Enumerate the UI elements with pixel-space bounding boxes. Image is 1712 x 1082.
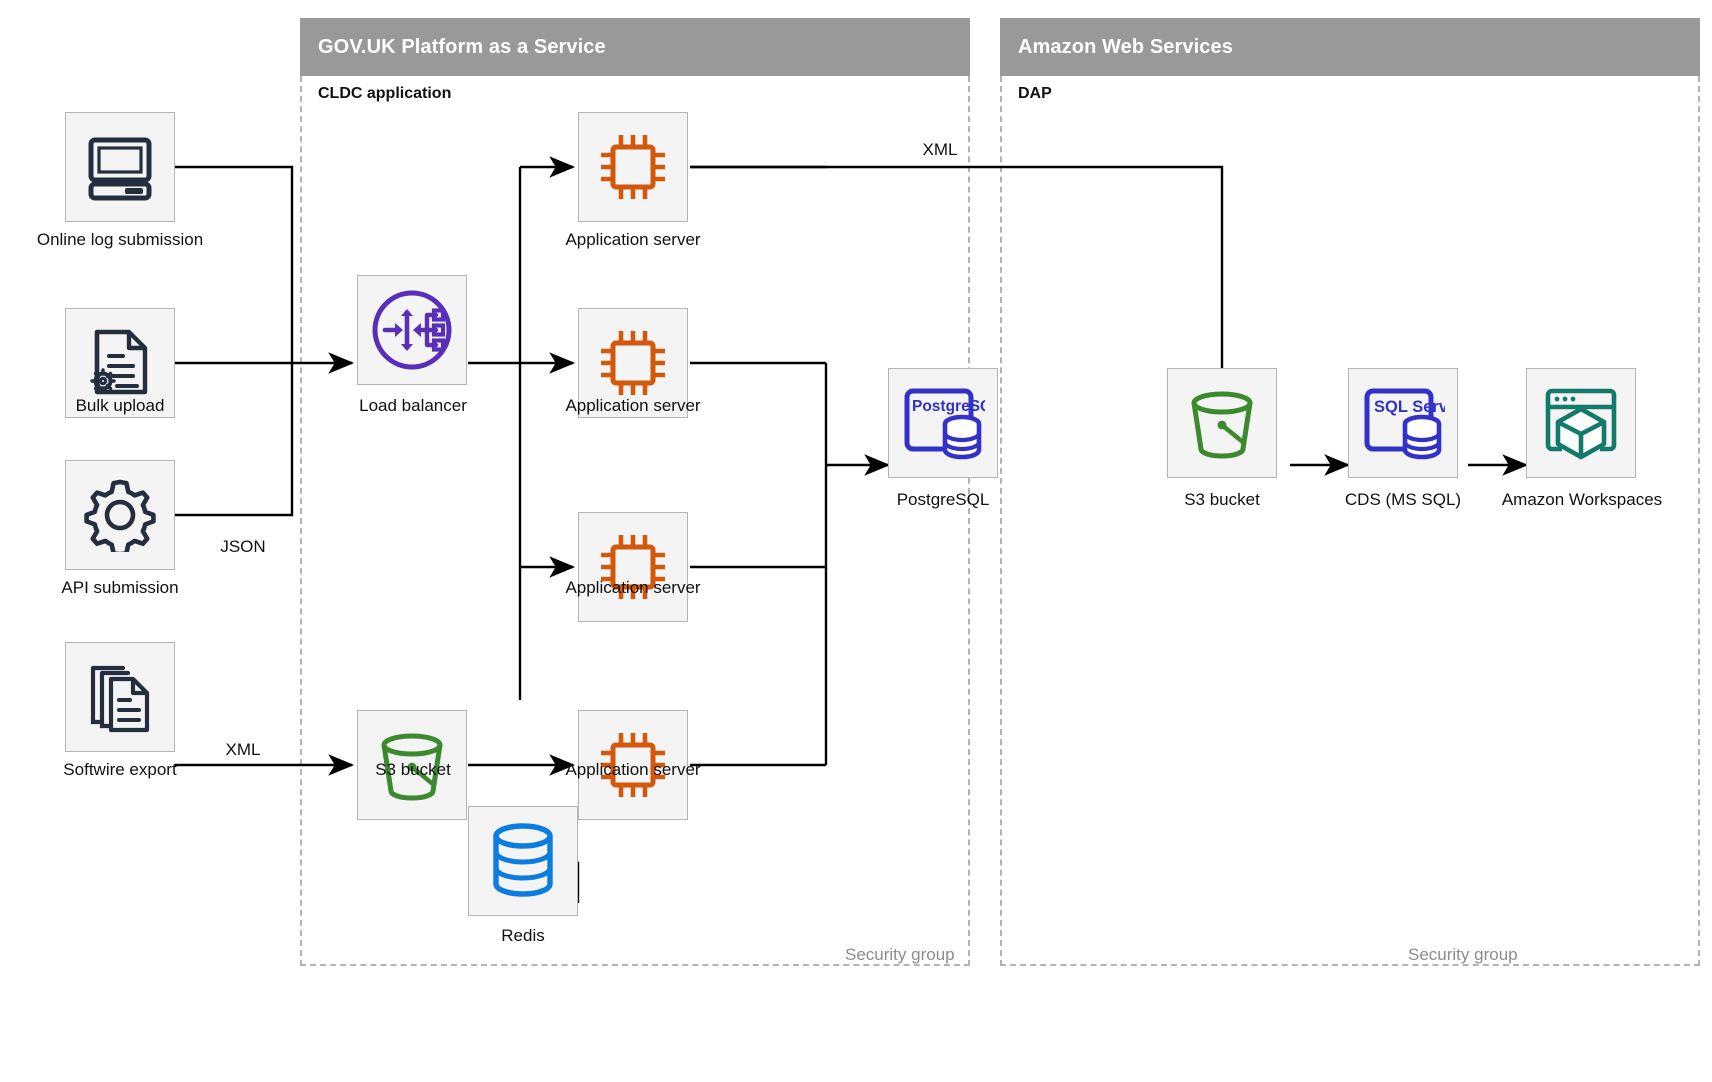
- group-body-aws: [1000, 76, 1700, 966]
- edge-label-xml-export: XML: [918, 140, 962, 160]
- node-softwire-export[interactable]: [65, 642, 175, 752]
- postgresql-database-icon: PostgreSQL: [904, 388, 985, 460]
- group-title-paas: GOV.UK Platform as a Service: [318, 35, 606, 58]
- node-label-load-balancer: Load balancer: [359, 396, 467, 415]
- gear-icon: [84, 479, 156, 552]
- documents-stack-icon: [90, 665, 150, 733]
- document-gear-icon: [90, 329, 148, 395]
- desktop-computer-icon: [88, 137, 152, 201]
- node-cds-ms-sql[interactable]: SQL Server: [1348, 368, 1458, 478]
- node-label-app-server-2: Application server: [565, 396, 701, 415]
- load-balancer-icon: [372, 290, 452, 370]
- sql-server-badge-text: SQL Server: [1374, 398, 1445, 416]
- group-body-paas: [300, 76, 970, 966]
- cpu-chip-icon: [601, 135, 665, 199]
- group-sublabel-dap: DAP: [1018, 85, 1052, 102]
- node-label-app-server-1: Application server: [565, 230, 701, 249]
- cpu-chip-icon: [601, 535, 665, 599]
- node-s3-bucket-aws[interactable]: [1167, 368, 1277, 478]
- group-title-aws: Amazon Web Services: [1018, 35, 1233, 58]
- node-s3-bucket-paas[interactable]: [357, 710, 467, 820]
- group-header-paas: GOV.UK Platform as a Service: [300, 18, 970, 76]
- node-label-online-log-submission: Online log submission: [36, 230, 204, 249]
- amazon-workspaces-icon: [1545, 388, 1617, 460]
- node-label-amazon-workspaces: Amazon Workspaces: [1501, 490, 1663, 509]
- node-label-bulk-upload: Bulk upload: [75, 396, 165, 415]
- node-label-postgresql: PostgreSQL: [896, 490, 990, 509]
- redis-database-icon: [493, 823, 553, 897]
- node-label-app-server-3: Application server: [565, 578, 701, 597]
- node-label-cds-ms-sql: CDS (MS SQL): [1344, 490, 1462, 509]
- node-app-server-1[interactable]: [578, 112, 688, 222]
- edge-label-json: JSON: [216, 537, 270, 557]
- node-label-api-submission: API submission: [61, 578, 179, 597]
- cpu-chip-icon: [601, 331, 665, 395]
- node-label-s3-bucket-aws: S3 bucket: [1184, 490, 1260, 509]
- security-group-label-paas: Security group: [845, 945, 955, 964]
- node-amazon-workspaces[interactable]: [1526, 368, 1636, 478]
- node-app-server-2[interactable]: [578, 308, 688, 418]
- security-group-label-aws: Security group: [1408, 945, 1518, 964]
- group-header-aws: Amazon Web Services: [1000, 18, 1700, 76]
- node-redis[interactable]: [468, 806, 578, 916]
- s3-bucket-icon: [381, 733, 443, 801]
- node-label-softwire-export: Softwire export: [63, 760, 177, 779]
- node-load-balancer[interactable]: [357, 275, 467, 385]
- s3-bucket-icon: [1191, 391, 1253, 459]
- edge-label-xml-source: XML: [221, 740, 265, 760]
- cpu-chip-icon: [601, 733, 665, 797]
- node-bulk-upload[interactable]: [65, 308, 175, 418]
- node-label-s3-bucket-paas: S3 bucket: [375, 760, 451, 779]
- node-online-log-submission[interactable]: [65, 112, 175, 222]
- node-app-server-4[interactable]: [578, 710, 688, 820]
- node-postgresql[interactable]: PostgreSQL: [888, 368, 998, 478]
- node-label-app-server-4: Application server: [565, 760, 701, 779]
- node-label-redis: Redis: [501, 926, 545, 945]
- sql-server-database-icon: SQL Server: [1364, 388, 1445, 460]
- node-api-submission[interactable]: [65, 460, 175, 570]
- postgresql-badge-text: PostgreSQL: [912, 398, 985, 415]
- group-sublabel-cldc: CLDC application: [318, 85, 452, 102]
- node-app-server-3[interactable]: [578, 512, 688, 622]
